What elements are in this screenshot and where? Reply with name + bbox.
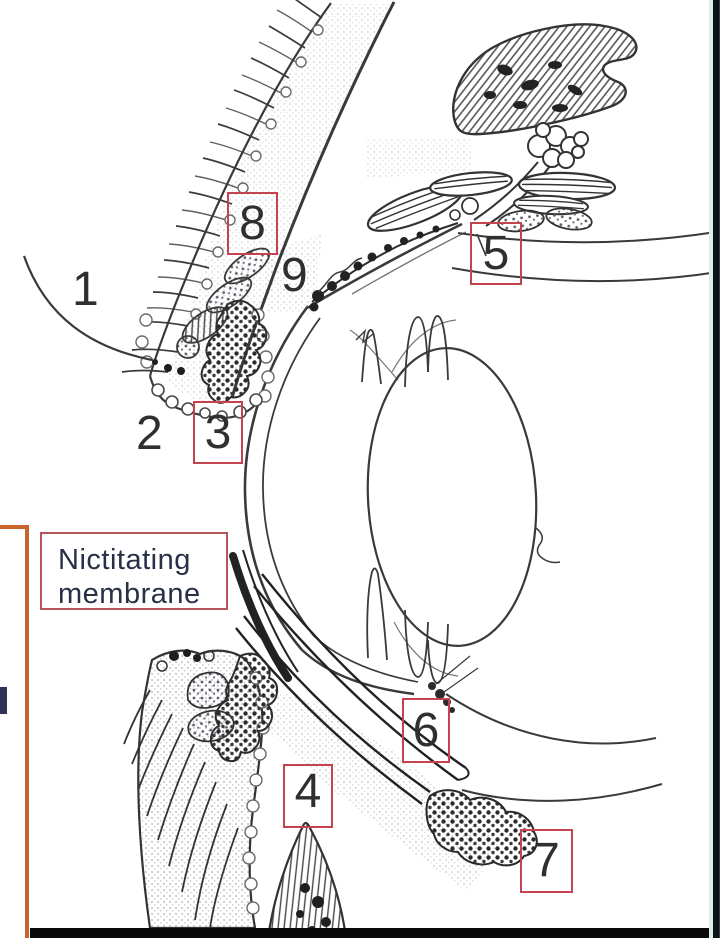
inferior-muscle [266, 821, 348, 938]
slide-frame-orange-top [0, 525, 29, 529]
lacrimal-gland [449, 23, 638, 227]
right-edge-strip-light [709, 0, 713, 938]
callout-nictitating-membrane: Nictitating membrane [40, 532, 228, 610]
annotation-box-7: 7 [520, 829, 573, 893]
callout-line-1: Nictitating [58, 544, 191, 576]
annotation-box-3: 3 [193, 401, 243, 464]
nictitating-membrane-bands [229, 549, 538, 867]
annotation-label-1: 1 [72, 263, 99, 316]
leader-label-5 [476, 233, 487, 257]
lower-eyelashes [123, 689, 239, 929]
conjunctival-fornix [309, 222, 459, 312]
gland-lobule-spots [484, 61, 583, 112]
annotation-box-5: 5 [470, 222, 522, 285]
annotation-label-2: 2 [136, 407, 163, 460]
extraocular-muscles [366, 171, 617, 233]
right-edge-strip-dark [713, 0, 720, 938]
label-leader-lines [22, 233, 487, 362]
lower-eyelid [123, 649, 279, 930]
lens [366, 347, 538, 647]
left-edge-text-fragment [0, 687, 7, 714]
tarsal-gland-mass [200, 299, 268, 404]
slide-frame-orange-left [25, 525, 29, 938]
bottom-black-bar [30, 928, 720, 938]
leader-label-1 [22, 255, 153, 362]
upper-eyelid [121, 0, 396, 422]
membrane-gland-tip [425, 789, 538, 867]
gland-duct-cluster [527, 122, 589, 169]
lower-tarsal-mass [209, 652, 279, 763]
upper-eyelashes [121, 0, 323, 373]
annotation-label-9: 9 [281, 249, 308, 302]
callout-line-2: membrane [58, 578, 201, 610]
upper-eyelashes-2 [146, 9, 313, 313]
annotation-box-4: 4 [283, 764, 333, 828]
annotation-box-6: 6 [402, 698, 450, 763]
annotation-box-8: 8 [227, 192, 278, 255]
